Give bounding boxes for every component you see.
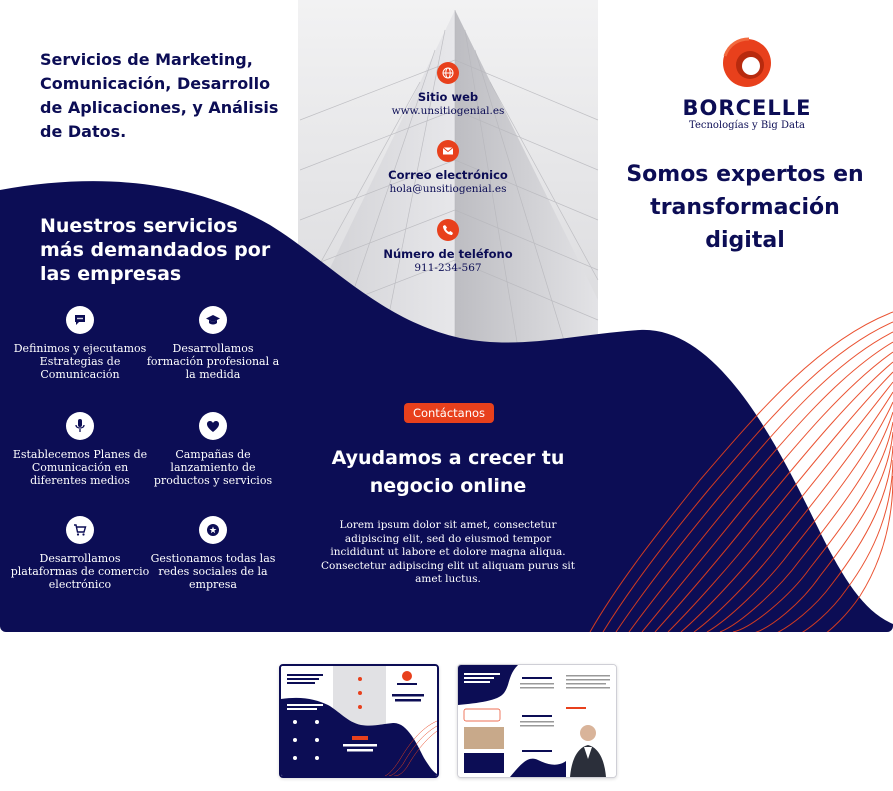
decorative-curves xyxy=(589,311,893,632)
intro-text: Servicios de Marketing, Comunicación, De… xyxy=(40,50,279,141)
phone-link[interactable]: 911-234-567 xyxy=(414,262,482,274)
service-label: Gestionamos todas las redes sociales de … xyxy=(150,552,276,591)
email-label: Correo electrónico xyxy=(388,168,508,182)
contact-us-button[interactable]: Contáctanos xyxy=(404,403,494,423)
website-link[interactable]: www.unsitiogenial.es xyxy=(391,105,505,117)
contact-phone: Número de teléfono 911-234-567 xyxy=(358,219,538,275)
email-link[interactable]: hola@unsitiogenial.es xyxy=(389,183,507,195)
globe-icon xyxy=(437,62,459,84)
thumbnail-back-preview xyxy=(458,665,616,777)
heart-icon xyxy=(199,412,227,440)
envelope-icon xyxy=(437,140,459,162)
microphone-icon xyxy=(66,412,94,440)
chat-icon xyxy=(66,306,94,334)
service-item-campaigns: Campañas de lanzamiento de productos y s… xyxy=(143,412,283,487)
service-label: Establecemos Planes de Comunicación en d… xyxy=(12,448,148,487)
service-item-social: Gestionamos todas las redes sociales de … xyxy=(143,516,283,591)
services-title: Nuestros servicios más demandados por la… xyxy=(40,215,271,285)
service-item-training: Desarrollamos formación profesional a la… xyxy=(143,306,283,381)
page-thumbnail-1[interactable] xyxy=(279,664,439,778)
phone-label: Número de teléfono xyxy=(383,247,513,261)
contact-email: Correo electrónico hola@unsitiogenial.es xyxy=(358,140,538,196)
service-item-strategy: Definimos y ejecutamos Estrategias de Co… xyxy=(10,306,150,381)
brand-name: BORCELLE xyxy=(682,96,812,120)
service-item-ecommerce: Desarrollamos plataformas de comercio el… xyxy=(10,516,150,591)
cta-headline: Ayudamos a crecer tu negocio online xyxy=(331,447,565,497)
cta-body: Lorem ipsum dolor sit amet, consectetur … xyxy=(320,519,576,585)
contact-website: Sitio web www.unsitiogenial.es xyxy=(358,62,538,118)
service-label: Definimos y ejecutamos Estrategias de Co… xyxy=(13,342,147,381)
brand-slogan: Somos expertos en transformación digital xyxy=(626,162,864,253)
borcelle-logo-mark xyxy=(723,37,771,87)
service-label: Desarrollamos plataformas de comercio el… xyxy=(10,552,150,591)
service-label: Desarrollamos formación profesional a la… xyxy=(146,342,280,381)
thumbnail-front-preview xyxy=(281,666,437,776)
brand-tagline: Tecnologías y Big Data xyxy=(689,120,805,131)
star-icon xyxy=(199,516,227,544)
service-item-media-plans: Establecemos Planes de Comunicación en d… xyxy=(10,412,150,487)
page-thumbnail-2[interactable] xyxy=(457,664,617,778)
shopping-cart-icon xyxy=(66,516,94,544)
service-label: Campañas de lanzamiento de productos y s… xyxy=(153,448,273,487)
website-label: Sitio web xyxy=(417,90,479,104)
brand-logo: BORCELLE Tecnologías y Big Data xyxy=(672,36,822,132)
graduation-cap-icon xyxy=(199,306,227,334)
brochure-page-front: Servicios de Marketing, Comunicación, De… xyxy=(0,0,893,632)
phone-icon xyxy=(437,219,459,241)
